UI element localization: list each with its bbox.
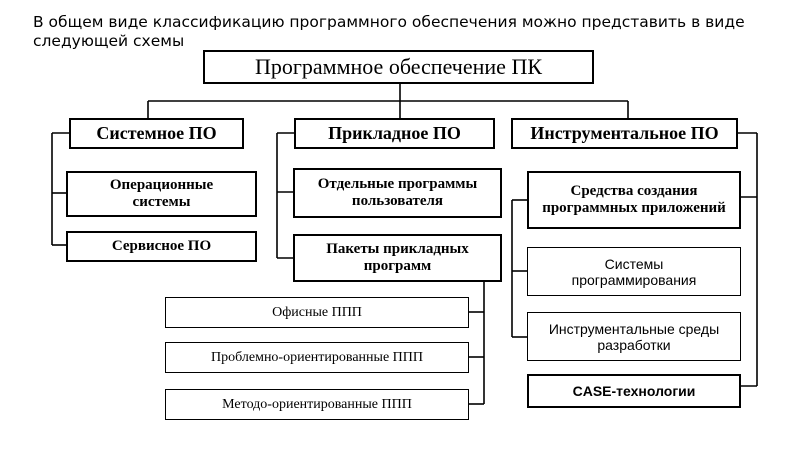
root-box: Программное обеспечение ПК [203,50,594,84]
os-label: Операционные системы [109,177,214,210]
programming-systems-label: Системы программирования [571,255,697,288]
system-software-box: Системное ПО [69,118,244,149]
application-packages-box: Пакеты прикладных программ [293,234,502,282]
office-packages-box: Офисные ППП [165,297,469,328]
problem-oriented-packages-box: Проблемно-ориентированные ППП [165,342,469,373]
app-creation-tools-box: Средства создания программных приложений [527,171,741,229]
office-packages-label: Офисные ППП [272,304,362,320]
problem-oriented-packages-label: Проблемно-ориентированные ППП [211,349,423,365]
user-programs-label: Отдельные программы пользователя [317,176,478,209]
user-programs-box: Отдельные программы пользователя [293,168,502,218]
dev-environments-label: Инструментальные среды разработки [548,320,720,353]
service-software-label: Сервисное ПО [111,238,212,254]
app-creation-tools-label: Средства создания программных приложений [542,183,726,216]
method-oriented-packages-label: Методо-ориентированные ППП [222,396,412,412]
instrumental-software-box: Инструментальное ПО [511,118,738,149]
application-packages-label: Пакеты прикладных программ [326,241,469,274]
programming-systems-box: Системы программирования [527,247,741,296]
service-software-box: Сервисное ПО [66,231,257,262]
applied-software-label: Прикладное ПО [328,123,461,143]
applied-software-box: Прикладное ПО [294,118,495,149]
case-technologies-box: CASE-технологии [527,374,741,408]
os-box: Операционные системы [66,171,257,217]
connector-lines [51,83,758,405]
instrumental-software-label: Инструментальное ПО [530,123,719,143]
page-heading: В общем виде классификацию программного … [33,13,745,49]
root-label: Программное обеспечение ПК [255,54,542,79]
system-software-label: Системное ПО [96,123,217,143]
dev-environments-box: Инструментальные среды разработки [527,312,741,361]
case-technologies-label: CASE-технологии [572,383,696,399]
method-oriented-packages-box: Методо-ориентированные ППП [165,389,469,420]
